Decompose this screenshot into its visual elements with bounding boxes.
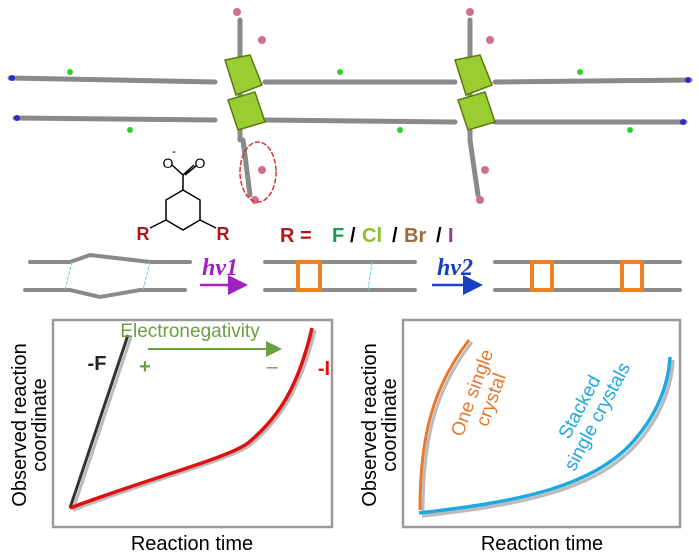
- left-plot: Observed reaction coordinate Reaction ti…: [9, 318, 334, 555]
- x-axis-label: Reaction time: [131, 533, 253, 555]
- series-line-f: [68, 334, 130, 509]
- oxygen-label: O: [163, 155, 174, 171]
- substituent-r-left: R: [137, 224, 150, 244]
- x-axis-label: Reaction time: [481, 533, 603, 555]
- label-hv1: hv1: [202, 255, 238, 281]
- crystal-structure: [7, 8, 693, 204]
- benzoate-structure: [149, 164, 217, 231]
- separator: /: [436, 225, 442, 247]
- halogen-br: Br: [404, 225, 426, 247]
- highlight-ellipse: [239, 141, 277, 203]
- polyhedron: [227, 91, 266, 131]
- polyhedron: [454, 54, 493, 96]
- y-axis-label: coordinate: [379, 378, 401, 471]
- halogen-i: I: [448, 225, 454, 247]
- reaction-scheme: [23, 252, 682, 300]
- substituent-r-right: R: [217, 224, 230, 244]
- y-axis-label: coordinate: [29, 378, 51, 471]
- polyhedron: [224, 54, 263, 96]
- polyhedron: [457, 91, 496, 131]
- r-equals-label: R =: [280, 225, 312, 247]
- series-line-single-crystal: [418, 339, 471, 511]
- series-label-f: -F: [88, 353, 107, 375]
- series-line-stacked-crystals: [418, 356, 672, 515]
- series-line-i: [69, 327, 314, 510]
- oxygen-label: O: [195, 155, 206, 171]
- halogen-legend: R = F / Cl / Br / I: [280, 225, 454, 247]
- separator: /: [350, 225, 356, 247]
- y-axis-label: Observed reaction: [9, 343, 31, 506]
- plot-frame: [51, 318, 334, 529]
- label-hv2: hv2: [437, 255, 473, 281]
- separator: /: [392, 225, 398, 247]
- charge-sign: -: [172, 144, 176, 158]
- series-label-i: -I: [318, 358, 330, 380]
- plus-sign: +: [139, 356, 151, 378]
- minus-sign: –: [266, 356, 278, 378]
- electronegativity-label: Electronegativity: [120, 321, 260, 342]
- halogen-f: F: [332, 225, 344, 247]
- y-axis-label: Observed reaction: [359, 343, 381, 506]
- right-plot: Observed reaction coordinate Reaction ti…: [359, 318, 682, 555]
- halogen-cl: Cl: [362, 225, 382, 247]
